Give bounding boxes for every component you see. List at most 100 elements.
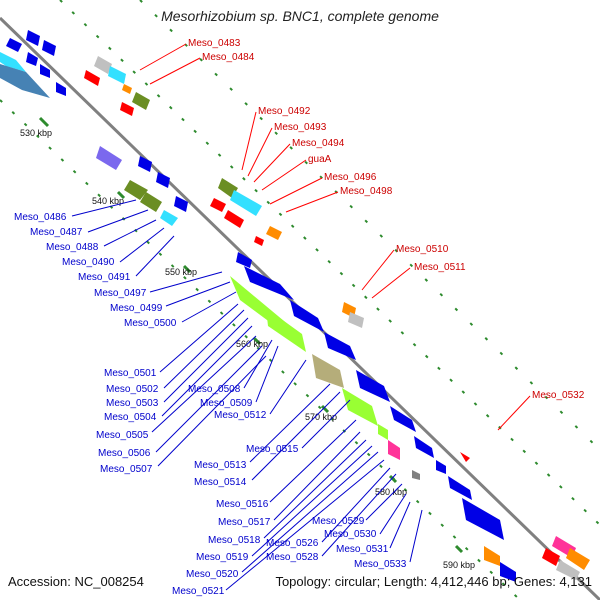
gene-label[interactable]: Meso_0493: [274, 122, 327, 133]
gene-feature[interactable]: [266, 226, 282, 240]
gene-label[interactable]: Meso_0528: [266, 552, 319, 563]
gene-feature[interactable]: [388, 440, 400, 460]
gene-label[interactable]: Meso_0497: [94, 288, 147, 299]
gene-feature[interactable]: [348, 312, 364, 328]
gene-label[interactable]: Meso_0504: [104, 412, 157, 423]
gene-feature[interactable]: [230, 190, 262, 216]
gene-feature[interactable]: [124, 180, 148, 200]
gene-label[interactable]: Meso_0500: [124, 318, 177, 329]
gene-label[interactable]: Meso_0510: [396, 244, 449, 255]
gene-feature[interactable]: [56, 82, 66, 96]
gene-label[interactable]: Meso_0484: [202, 52, 255, 63]
gene-feature[interactable]: [542, 548, 560, 566]
gene-feature[interactable]: [26, 52, 38, 66]
gene-label[interactable]: Meso_0494: [292, 138, 345, 149]
gene-label[interactable]: Meso_0501: [104, 368, 157, 379]
gene-label[interactable]: Meso_0518: [208, 535, 261, 546]
gene-feature[interactable]: [436, 460, 446, 474]
gene-feature[interactable]: [324, 332, 356, 360]
gene-feature[interactable]: [290, 300, 324, 332]
gene-label[interactable]: Meso_0487: [30, 227, 83, 238]
gene-label[interactable]: guaA: [308, 154, 332, 165]
leader-line: [87, 209, 149, 233]
gene-feature[interactable]: [484, 546, 500, 566]
leader-line: [255, 345, 279, 403]
gene-feature[interactable]: [254, 236, 264, 246]
kbp-label: 590 kbp: [443, 560, 475, 570]
blue-gene-labels: Meso_0486 Meso_0487 Meso_0488 Meso_0490 …: [14, 212, 407, 597]
gene-label[interactable]: Meso_0483: [188, 38, 241, 49]
gene-label[interactable]: Meso_0486: [14, 212, 67, 223]
gene-feature[interactable]: [94, 56, 112, 74]
gene-label[interactable]: Meso_0519: [196, 552, 249, 563]
gene-label[interactable]: Meso_0490: [62, 257, 115, 268]
gene-feature[interactable]: [26, 30, 40, 46]
leader-line: [251, 391, 341, 481]
gene-feature[interactable]: [356, 370, 390, 402]
gene-label[interactable]: Meso_0521: [172, 586, 225, 597]
gene-feature[interactable]: [390, 406, 416, 432]
gene-feature[interactable]: [312, 354, 344, 388]
gene-label[interactable]: Meso_0512: [214, 410, 267, 421]
gene-label[interactable]: Meso_0488: [46, 242, 99, 253]
gene-label[interactable]: Meso_0514: [194, 477, 247, 488]
gene-label[interactable]: Meso_0503: [106, 398, 159, 409]
gene-feature[interactable]: [266, 308, 306, 352]
gene-feature[interactable]: [122, 84, 132, 94]
gene-label[interactable]: Meso_0530: [324, 529, 377, 540]
gene-feature[interactable]: [378, 424, 388, 440]
gene-feature[interactable]: [0, 52, 26, 72]
gene-feature[interactable]: [140, 192, 162, 212]
gene-label[interactable]: Meso_0533: [354, 559, 407, 570]
gene-feature[interactable]: [156, 172, 170, 188]
gene-feature[interactable]: [556, 560, 580, 580]
gene-feature[interactable]: [6, 38, 22, 52]
gene-label[interactable]: Meso_0513: [194, 460, 247, 471]
gene-label[interactable]: Meso_0520: [186, 569, 239, 580]
gene-label[interactable]: Meso_0506: [98, 448, 151, 459]
gene-feature[interactable]: [160, 210, 178, 226]
gene-feature[interactable]: [448, 476, 472, 500]
gene-feature[interactable]: [412, 470, 420, 480]
gene-label[interactable]: Meso_0529: [312, 516, 365, 527]
gene-label[interactable]: Meso_0505: [96, 430, 149, 441]
gene-label[interactable]: Meso_0516: [216, 499, 269, 510]
gene-feature[interactable]: [342, 388, 378, 426]
gene-feature[interactable]: [460, 452, 470, 462]
gene-label[interactable]: Meso_0509: [200, 398, 253, 409]
gene-feature[interactable]: [40, 64, 50, 78]
gene-feature[interactable]: [96, 146, 122, 170]
gene-label[interactable]: Meso_0515: [246, 444, 299, 455]
gene-label[interactable]: Meso_0511: [414, 262, 466, 273]
gene-feature[interactable]: [132, 92, 150, 110]
gene-label[interactable]: Meso_0492: [258, 106, 311, 117]
gene-label[interactable]: Meso_0499: [110, 303, 163, 314]
gene-feature[interactable]: [500, 562, 516, 582]
gene-label[interactable]: Meso_0532: [532, 390, 585, 401]
gene-feature[interactable]: [236, 252, 252, 268]
gene-label[interactable]: Meso_0496: [324, 172, 377, 183]
gene-feature[interactable]: [414, 436, 434, 458]
gene-label[interactable]: Meso_0517: [218, 517, 271, 528]
gene-feature[interactable]: [566, 548, 590, 570]
gene-feature[interactable]: [120, 102, 134, 116]
gene-label[interactable]: Meso_0498: [340, 186, 393, 197]
gene-feature[interactable]: [42, 40, 56, 56]
gene-feature[interactable]: [462, 498, 504, 540]
gene-feature[interactable]: [138, 156, 152, 172]
gene-label[interactable]: Meso_0531: [336, 544, 389, 555]
gene-label[interactable]: Meso_0507: [100, 464, 153, 475]
gene-label[interactable]: Meso_0508: [188, 384, 241, 395]
gene-feature[interactable]: [108, 66, 126, 84]
gene-label[interactable]: Meso_0502: [106, 384, 159, 395]
gene-feature[interactable]: [210, 198, 226, 212]
gene-feature[interactable]: [0, 64, 50, 98]
gene-feature[interactable]: [244, 266, 294, 300]
gene-label[interactable]: Meso_0526: [266, 538, 319, 549]
track-guide: [139, 0, 600, 451]
gene-feature[interactable]: [84, 70, 100, 86]
gene-label[interactable]: Meso_0491: [78, 272, 131, 283]
gene-feature[interactable]: [224, 210, 244, 228]
gene-feature[interactable]: [174, 196, 188, 212]
